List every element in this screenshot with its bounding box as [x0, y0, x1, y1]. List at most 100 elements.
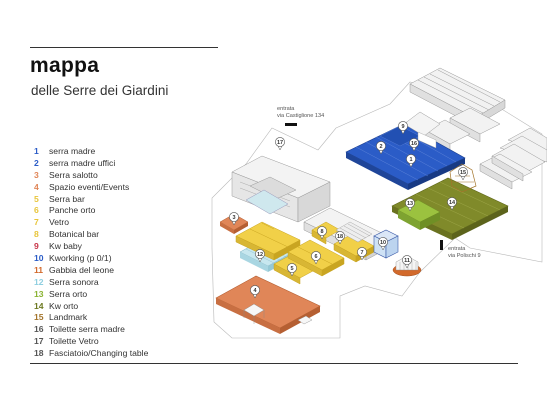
pin-circle: [250, 285, 260, 295]
footer-rule: [30, 363, 518, 364]
legend-number: 6: [34, 205, 39, 216]
legend-number: 8: [34, 229, 39, 240]
legend-item: 5 Serra bar: [34, 194, 148, 206]
legend-label: Serra salotto: [49, 169, 98, 180]
map-pin-11[interactable]: 11: [402, 255, 412, 269]
legend-number: 13: [34, 288, 44, 299]
changing-area: [335, 221, 373, 243]
pin-number: 5: [290, 266, 293, 272]
map-pin-12[interactable]: 12: [255, 249, 265, 263]
legend-label: Vetro: [49, 217, 70, 228]
legend-number: 10: [34, 253, 44, 264]
entrance-polischi: entrata via Polischi 9: [440, 240, 481, 259]
pin-circle: [405, 198, 415, 208]
pin-number: 7: [360, 250, 363, 256]
legend-item: 7 Vetro: [34, 217, 148, 229]
kworking: [373, 229, 399, 259]
legend-number: 3: [34, 169, 39, 180]
map-pin-15[interactable]: 15: [458, 167, 468, 181]
pin-circle: [398, 121, 408, 131]
pin-number: 18: [337, 234, 343, 240]
map-pin-5[interactable]: 5: [287, 263, 297, 277]
pin-number: 14: [449, 200, 456, 206]
map-pin-2[interactable]: 2: [376, 141, 386, 155]
map-pin-3[interactable]: 3: [229, 212, 239, 226]
legend-item: 3 Serra salotto: [34, 170, 148, 182]
map-subtitle: delle Serre dei Giardini: [31, 83, 169, 98]
legend-label: Botanical bar: [49, 229, 100, 240]
legend-number: 5: [34, 193, 39, 204]
entrance-castiglione-line1: entrata: [277, 106, 295, 112]
entrance-marker: [285, 123, 297, 126]
pin-circle: [335, 231, 345, 241]
pin-number: 12: [257, 252, 263, 258]
pin-number: 11: [404, 258, 410, 264]
legend-item: 16 Toilette serra madre: [34, 324, 148, 336]
map-pin-9[interactable]: 9: [398, 121, 408, 135]
map-pin-4[interactable]: 4: [250, 285, 260, 299]
legend-number: 16: [34, 324, 44, 335]
legend-label: Serra bar: [49, 193, 85, 204]
pin-number: 17: [277, 140, 283, 146]
legend-label: Kworking (p 0/1): [49, 253, 112, 264]
entrance-polischi-line2: via Polischi 9: [448, 253, 481, 259]
map-pin-14[interactable]: 14: [447, 197, 457, 211]
pin-circle: [406, 154, 416, 164]
site-boundary: [211, 81, 543, 339]
legend-number: 9: [34, 241, 39, 252]
map-pin-6[interactable]: 6: [311, 251, 321, 265]
greenhouse-top-right: [409, 67, 506, 153]
pin-number: 10: [380, 240, 386, 246]
map-pin-13[interactable]: 13: [405, 198, 415, 212]
pin-circle: [458, 167, 468, 177]
pin-circle: [287, 263, 297, 273]
entrance-castiglione: entrata via Castiglione 134: [277, 106, 324, 126]
pin-circle: [275, 137, 285, 147]
map-pin-10[interactable]: 10: [378, 237, 388, 251]
legend-label: Serra orto: [49, 288, 88, 299]
pin-circle: [255, 249, 265, 259]
legend-number: 11: [34, 264, 44, 275]
pin-circle: [378, 237, 388, 247]
pin-circle: [402, 255, 412, 265]
building-north: [231, 155, 331, 223]
map-pin-7[interactable]: 7: [357, 247, 367, 261]
legend-item: 12 Serra sonora: [34, 277, 148, 289]
map-pin-1[interactable]: 1: [406, 154, 416, 168]
map-title: mappa: [30, 54, 100, 77]
legend-number: 12: [34, 276, 44, 287]
map-pin-8[interactable]: 8: [317, 226, 327, 240]
map-pin-17[interactable]: 17: [275, 137, 285, 151]
pin-circle: [376, 141, 386, 151]
legend-number: 4: [34, 181, 39, 192]
spazio-eventi: [215, 275, 321, 334]
pin-circle: [317, 226, 327, 236]
pin-circle: [311, 251, 321, 261]
legend-label: Toilette serra madre: [49, 324, 125, 335]
legend-item: 2 serra madre uffici: [34, 158, 148, 170]
entrance-polischi-line1: entrata: [448, 246, 466, 252]
legend-label: serra madre uffici: [49, 157, 116, 168]
entrance-castiglione-line2: via Castiglione 134: [277, 113, 324, 119]
legend-label: Serra sonora: [49, 276, 99, 287]
legend-number: 2: [34, 157, 39, 168]
pin-number: 8: [320, 229, 323, 235]
map-pin-16[interactable]: 16: [409, 138, 419, 152]
map-pin-18[interactable]: 18: [335, 231, 345, 245]
pin-number: 1: [409, 157, 412, 163]
pin-circle: [357, 247, 367, 257]
legend-item: 10 Kworking (p 0/1): [34, 253, 148, 265]
pin-number: 3: [232, 215, 235, 221]
pin-circle: [229, 212, 239, 222]
legend-number: 7: [34, 217, 39, 228]
entrance-marker: [440, 240, 443, 250]
pin-number: 6: [314, 254, 317, 260]
